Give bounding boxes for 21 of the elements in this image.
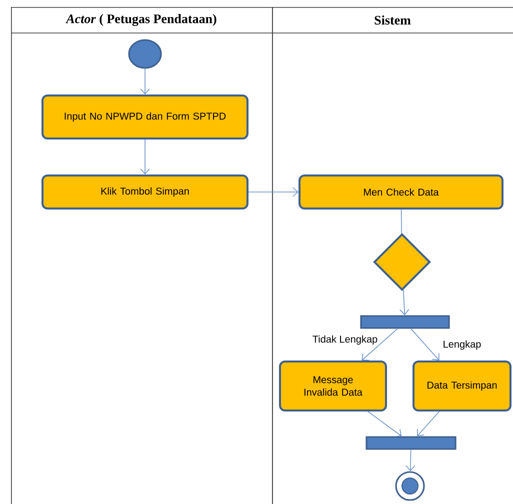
action-box: Men Check Data — [298, 174, 504, 210]
end-node — [395, 471, 425, 501]
arrow — [362, 328, 398, 361]
arrow — [417, 411, 440, 436]
arrow — [140, 68, 150, 94]
arrow — [400, 289, 410, 316]
sync-bar — [360, 315, 450, 329]
sync-bar — [366, 436, 456, 450]
start-node — [128, 39, 162, 69]
action-box: Message Invalida Data — [279, 360, 387, 412]
edge-label: Lengkap — [442, 339, 482, 351]
action-box: Input No NPWPD dan Form SPTPD — [42, 94, 248, 140]
arrow — [406, 449, 416, 472]
arrow — [368, 411, 402, 437]
action-box: Data Tersimpan — [412, 360, 512, 412]
action-box: Klik Tombol Simpan — [42, 174, 248, 210]
decision-diamond — [373, 233, 431, 291]
arrow — [248, 187, 298, 197]
arrow — [410, 328, 440, 360]
edge-label: Tidak Lengkap — [311, 334, 379, 346]
arrow — [140, 139, 150, 174]
